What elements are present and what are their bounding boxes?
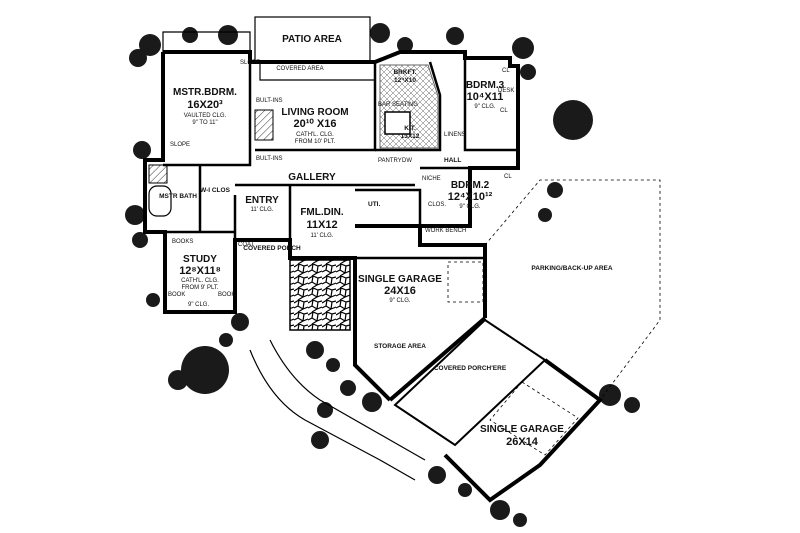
master-note: VAULTED CLG. (184, 113, 227, 119)
interior-walls (163, 58, 518, 260)
coat-label: COAT (238, 242, 255, 248)
fireplace (254, 109, 274, 141)
study-name: STUDY (183, 254, 217, 265)
garage1-name: SINGLE GARAGE (358, 274, 442, 285)
garage1-dims: 24X16 (384, 285, 416, 297)
entry-name: ENTRY (245, 195, 279, 206)
books-label-2: BOOK (168, 292, 185, 298)
dw-label: DW (402, 158, 412, 164)
bar-label: BAR SEATING (378, 102, 418, 108)
master-name: MSTR.BDRM. (173, 87, 237, 98)
builtins-label-2: BULT-INS (256, 156, 283, 162)
garage-door-1 (447, 261, 484, 303)
wi-name: W-I CLOS (200, 187, 231, 194)
uti-label: UTI. (368, 201, 380, 208)
slope-top-label: SLOPE (240, 60, 260, 66)
entry-note: 11' CLG. (250, 207, 273, 213)
slope-left-label: SLOPE (170, 142, 190, 148)
garage1-note: 9" CLG. (389, 298, 410, 304)
study-dims: 12⁸X11⁸ (179, 265, 221, 277)
porchere-name: COVERED PORCH'ERE (434, 365, 507, 372)
study-note2: FROM 9' PLT. (181, 285, 218, 291)
brkft-dims: 12⁴X10 (394, 77, 416, 84)
stone-walkway (289, 259, 351, 331)
books-label-1: BOOKS (172, 239, 193, 245)
niche-label: NICHE (422, 176, 441, 182)
master-note2: 9" TO 11" (192, 120, 217, 126)
living-note2: FROM 10' PLT. (295, 139, 336, 145)
fmldin-dims: 11X12 (306, 219, 337, 231)
bdrm2-dims: 12⁴X10¹² (448, 191, 493, 203)
study-note: CATH'L. CLG. (181, 278, 219, 284)
bdrm3-dims: 10⁴X11 (467, 91, 504, 103)
driveway (269, 339, 426, 461)
garage2-name: SINGLE GARAGE (480, 424, 564, 435)
living-dims: 20¹⁰ X16 (294, 118, 337, 130)
kitchen-island (384, 111, 411, 135)
bathtub (148, 185, 172, 217)
garage2-dims: 26X14 (506, 436, 539, 448)
gallery-name: GALLERY (288, 172, 336, 183)
brkft-name: BRKFT. (393, 69, 416, 76)
clos-label: CLOS. (428, 202, 446, 208)
workbench-label: WORK BENCH (425, 228, 466, 234)
books-label-3: BOOK (218, 292, 235, 298)
bdrm2-name: BDRM.2 (451, 180, 490, 191)
desk-label: DESK (498, 88, 514, 94)
covporch-name: COVERED PORCH (243, 245, 301, 252)
kit-name: KIT. (404, 125, 416, 132)
pantry-label: PANTRY (378, 158, 402, 164)
minor-labels: SLOPE SLOPE BULT-INS BULT-INS BAR SEATIN… (168, 60, 514, 308)
patio-label: PATIO AREA (282, 34, 342, 45)
living-name: LIVING ROOM (281, 107, 348, 118)
bdrm2-note: 9" CLG. (459, 204, 480, 210)
bdrm3-name: BDRM.3 (466, 80, 505, 91)
linens-label: LINENS (444, 132, 466, 138)
fmldin-note: 11' CLG. (310, 233, 333, 239)
garage2-walls (443, 358, 603, 503)
cl-label-1: CL (502, 68, 510, 74)
parking-name: PARKING/BACK-UP AREA (531, 265, 612, 272)
storage-name: STORAGE AREA (374, 343, 426, 350)
hall-label: HALL (444, 157, 461, 164)
builtins-label-1: BULT-INS (256, 98, 283, 104)
cl-label-2: CL (500, 108, 508, 114)
living-note: CATH'L. CLG. (296, 132, 334, 138)
bdrm3-note: 9" CLG. (474, 104, 495, 110)
covered-area-label: COVERED AREA (276, 66, 323, 72)
mstrbath-name: MSTR BATH (159, 193, 197, 200)
master-dims: 16X20³ (187, 99, 223, 111)
shower (148, 164, 168, 184)
room-labels: PATIO AREA COVERED AREA MSTR.BDRM. 16X20… (159, 34, 613, 448)
fmldin-name: FML.DIN. (300, 207, 344, 218)
parking-outline (484, 179, 661, 401)
study-clg-label: 9" CLG. (188, 302, 209, 308)
landscape-trees (125, 23, 640, 527)
kit-dims: 13X12 (401, 133, 420, 140)
cl-label-3: CL (504, 174, 512, 180)
